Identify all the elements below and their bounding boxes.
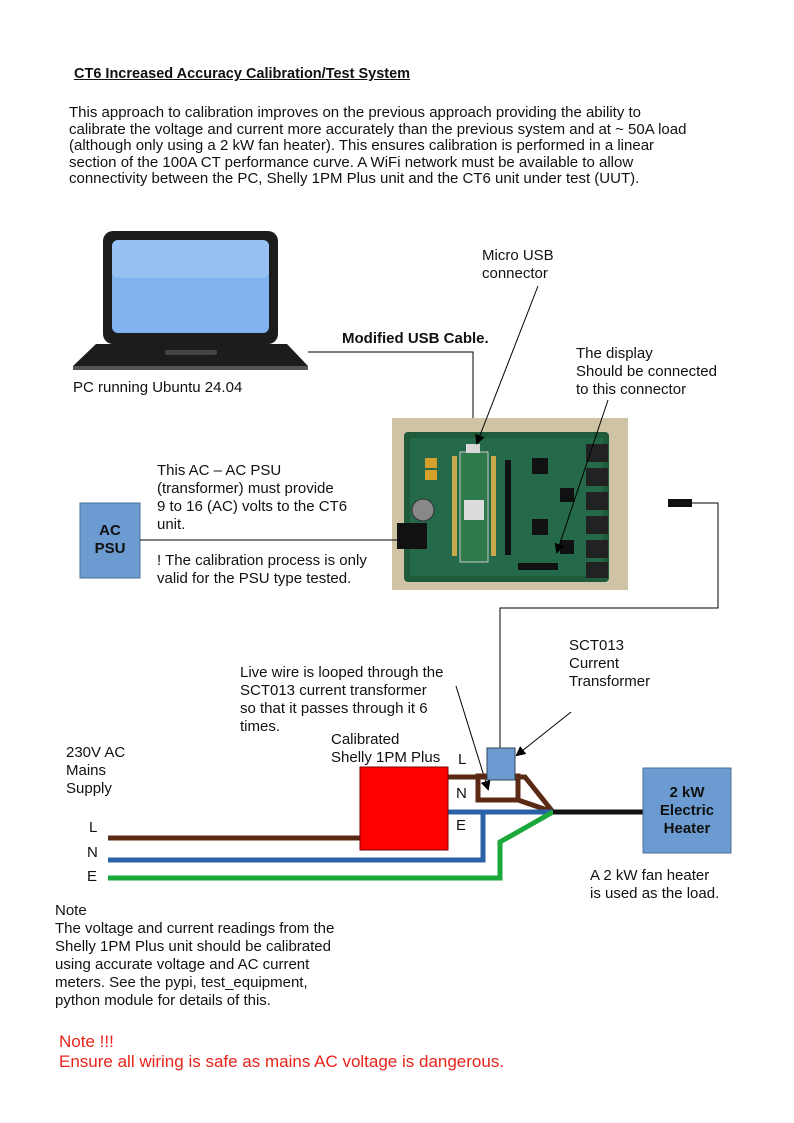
- mains-label: 230V AC Mains Supply: [66, 744, 125, 798]
- intro-line: section of the 100A CT performance curve…: [69, 155, 759, 172]
- heater-label: 2 kW Electric Heater: [643, 784, 731, 838]
- intro-paragraph: This approach to calibration improves on…: [69, 105, 759, 188]
- shelly-unit: [360, 767, 448, 850]
- live-wire: [108, 776, 553, 838]
- label-line: connector: [482, 265, 554, 283]
- label-line: The display: [576, 345, 717, 363]
- label-line: (transformer) must provide: [157, 480, 347, 498]
- label-line: valid for the PSU type tested.: [157, 570, 367, 588]
- note-line: python module for details of this.: [55, 992, 334, 1010]
- label-line: 2 kW: [643, 784, 731, 802]
- psu-warning: ! The calibration process is only valid …: [157, 552, 367, 588]
- sct013-arrow: [517, 712, 571, 755]
- shelly-terminal-l: L: [458, 751, 466, 769]
- heater-note: A 2 kW fan heater is used as the load.: [590, 867, 719, 903]
- ct6-board: [392, 418, 628, 590]
- label-line: Shelly 1PM Plus: [331, 749, 440, 767]
- intro-line: connectivity between the PC, Shelly 1PM …: [69, 171, 759, 188]
- psu-note: This AC – AC PSU (transformer) must prov…: [157, 462, 347, 534]
- note-line: The voltage and current readings from th…: [55, 920, 334, 938]
- shelly-terminal-n: N: [456, 785, 467, 803]
- label-line: SCT013 current transformer: [240, 682, 443, 700]
- label-line: Transformer: [569, 673, 650, 691]
- pc-label: PC running Ubuntu 24.04: [73, 379, 242, 397]
- wire-label-neutral: N: [87, 844, 98, 862]
- label-line: Current: [569, 655, 650, 673]
- label-line: unit.: [157, 516, 347, 534]
- display-label: The display Should be connected to this …: [576, 345, 717, 399]
- sct013-body: [487, 748, 515, 780]
- label-line: This AC – AC PSU: [157, 462, 347, 480]
- note-line: using accurate voltage and AC current: [55, 956, 334, 974]
- usb-cable-label: Modified USB Cable.: [342, 330, 489, 348]
- label-line: ! The calibration process is only: [157, 552, 367, 570]
- label-line: A 2 kW fan heater: [590, 867, 719, 885]
- label-line: SCT013: [569, 637, 650, 655]
- label-line: Heater: [643, 820, 731, 838]
- micro-usb-label: Micro USB connector: [482, 247, 554, 283]
- shelly-label: Calibrated Shelly 1PM Plus: [331, 731, 440, 767]
- page-title: CT6 Increased Accuracy Calibration/Test …: [74, 66, 410, 82]
- sct013-plug: [668, 499, 692, 507]
- calibration-note: Note The voltage and current readings fr…: [55, 902, 334, 1010]
- warning-line: Note !!!: [59, 1032, 504, 1052]
- intro-line: (although only using a 2 kW fan heater).…: [69, 138, 759, 155]
- wire-label-live: L: [89, 819, 97, 837]
- label-line: Mains: [66, 762, 125, 780]
- laptop-icon: [73, 231, 308, 370]
- label-line: 9 to 16 (AC) volts to the CT6: [157, 498, 347, 516]
- label-line: Electric: [643, 802, 731, 820]
- note-heading: Note: [55, 902, 334, 920]
- label-line: PSU: [80, 540, 140, 558]
- label-line: Micro USB: [482, 247, 554, 265]
- intro-line: calibrate the voltage and current more a…: [69, 122, 759, 139]
- label-line: to this connector: [576, 381, 717, 399]
- label-line: Supply: [66, 780, 125, 798]
- label-line: Should be connected: [576, 363, 717, 381]
- wire-label-earth: E: [87, 868, 97, 886]
- shelly-terminal-e: E: [456, 817, 466, 835]
- intro-line: This approach to calibration improves on…: [69, 105, 759, 122]
- earth-wire: [108, 812, 553, 878]
- sct013-label: SCT013 Current Transformer: [569, 637, 650, 691]
- label-line: 230V AC: [66, 744, 125, 762]
- safety-warning: Note !!! Ensure all wiring is safe as ma…: [59, 1032, 504, 1072]
- ac-psu-label: AC PSU: [80, 522, 140, 558]
- note-line: meters. See the pypi, test_equipment,: [55, 974, 334, 992]
- label-line: Live wire is looped through the: [240, 664, 443, 682]
- label-line: AC: [80, 522, 140, 540]
- warning-line: Ensure all wiring is safe as mains AC vo…: [59, 1052, 504, 1072]
- loop-note: Live wire is looped through the SCT013 c…: [240, 664, 443, 736]
- note-line: Shelly 1PM Plus unit should be calibrate…: [55, 938, 334, 956]
- label-line: is used as the load.: [590, 885, 719, 903]
- label-line: so that it passes through it 6: [240, 700, 443, 718]
- label-line: Calibrated: [331, 731, 440, 749]
